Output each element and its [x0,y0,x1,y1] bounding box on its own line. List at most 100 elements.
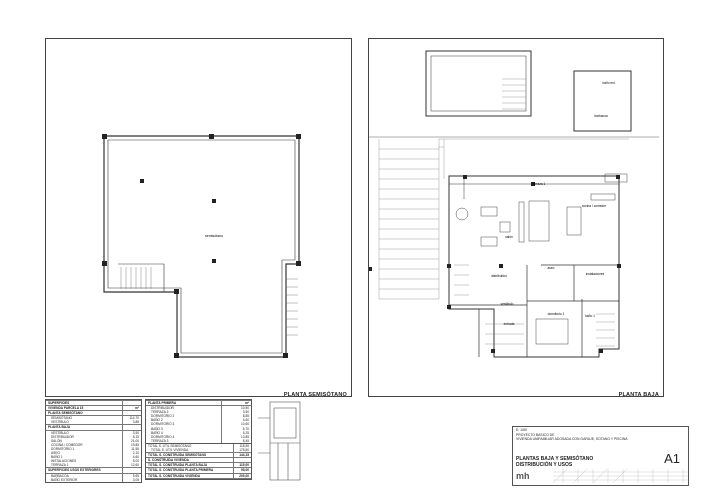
row-label: INSTALACIONES [51,459,77,464]
row-value: m² [221,399,251,407]
table-row: BAÑO 2 4,60 [146,418,251,423]
row-value: 5,25 [221,430,251,435]
row-label: DISTRIBUIDOR [51,434,74,439]
row-value: 11,55 [121,446,141,452]
table-row: DISTRIBUIDOR 8,15 [46,434,141,439]
row-value: 8,15 [121,434,141,439]
row-value: 5,00 [121,459,141,464]
room-label-semisotano: semisótano [205,234,223,238]
row-label: PLANTA BAJA [46,424,123,431]
row-value: 5,70 [221,426,251,431]
row-value: 118,55 [232,444,251,449]
row-value: 12,60 [121,463,141,468]
room-label-vestibulo: vestíbulo [501,302,514,306]
row-label: DISTRIBUIDOR [151,406,174,411]
row-label: SALÓN [51,438,62,443]
project-line-1: PROYECTO BASICO DE [516,433,555,437]
row-label: TOTAL S. CONSTRUIDA PLANTA BAJA [146,462,234,469]
row-value [121,467,141,474]
table-row: BAÑO 3 5,70 [146,426,251,431]
row-label: TOTAL S. CONSTRUIDA SEMISÓTANO [146,452,234,459]
row-label: BAÑO 4 [151,430,163,435]
row-value: 21,00 [121,438,141,443]
room-label-bano-ext: baño ext. [602,81,615,85]
row-value [121,424,141,431]
planta-baja-plan-drawing: terraza 1 cocina / comedor salón distrib… [369,50,659,358]
project-line-2: VIVIENDA UNIFAMILIAR ADOSADA CON GARAJE,… [516,437,628,441]
row-label: TOTAL S. CONSTRUIDA VIVIENDA [146,472,234,479]
room-label-instalaciones: instalaciones [586,272,605,276]
row-label: DORMITORIO 3 [151,422,175,427]
row-label: BAÑO 2 [151,418,163,423]
row-label: PLANTA SEMISÓTANO [46,410,123,417]
row-value: 3,50 [221,410,251,415]
row-label: TOTAL S. CONSTRUIDA PLANTA PRIMERA [146,467,234,474]
row-value: 4,60 [221,418,251,423]
row-label: PLANTA PRIMERA [146,399,222,407]
logo: mh [516,471,530,481]
room-label-bano-1: baño 1 [585,314,595,318]
row-value: 115,00 [232,462,251,469]
table-row: TOTAL S. ÚTIL VIVIENDA 178,50 [146,448,251,453]
row-value: 178,50 [232,448,251,453]
row-label: TERRAZA 3 [151,438,169,443]
room-label-salon: salón [505,235,513,239]
semisotano-plan-drawing: semisótano [102,134,301,358]
row-value: 2,10 [121,451,141,456]
row-value: 209,00 [232,472,251,479]
table-row: TERRAZA 3 8,45 [146,438,251,443]
room-label-terraza-1: terraza 1 [533,182,546,186]
planta-baja-plan-panel: terraza 1 cocina / comedor salón distrib… [368,38,664,398]
table-row: BAÑO 4 5,25 [146,430,251,435]
sheet-title-1: PLANTAS BAJA Y SEMISÓTANO [516,456,594,462]
sheet-title-2: DISTRIBUCIÓN Y USOS [516,462,573,468]
row-label: TERRAZA 1 [51,463,69,468]
table-row: SALÓN 21,00 [46,438,141,443]
row-label: TOTAL S. ÚTIL VIVIENDA [151,448,189,453]
row-label: TERRAZA 2 [151,410,169,415]
table-row: SUPERFICIES USOS EXTERIORES [46,467,141,474]
title-block: E: 1/50 PROYECTO BASICO DE VIVIENDA UNIF… [512,426,689,486]
row-label: SUPERFICIES USOS EXTERIORES [46,467,123,474]
row-value: 4,60 [121,455,141,460]
room-label-aseo: aseo [548,266,555,270]
room-label-barbacoa: barbacoa [594,114,608,118]
plan-title-planta-baja: PLANTA BAJA [618,392,659,398]
plan-title-semisotano: PLANTA SEMISÓTANO [283,392,347,398]
table-row: ASEO 2,10 [46,451,141,456]
row-value: 5,65 [121,473,141,478]
row-label: VESTÍBULO [51,420,69,425]
row-value: 144,15 [232,452,251,459]
row-value: 95,00 [232,467,251,474]
row-label: COCINA / COMEDOR [51,442,83,447]
row-label: ASEO [51,451,60,456]
sheet-number: A1 [664,451,680,466]
room-label-entrada: entrada [504,322,515,326]
room-label-distribuidor: distribuidor [491,274,508,278]
row-label: SEMISÓTANO [51,416,73,421]
row-label: BAÑO EXTERIOR [51,477,78,482]
row-value: 13,85 [221,434,251,439]
table-row: TERRAZA 1 12,60 [46,463,141,468]
row-value: 8,45 [221,438,251,443]
row-value: 114,70 [121,415,141,421]
row-label: BAÑO 3 [151,426,163,431]
